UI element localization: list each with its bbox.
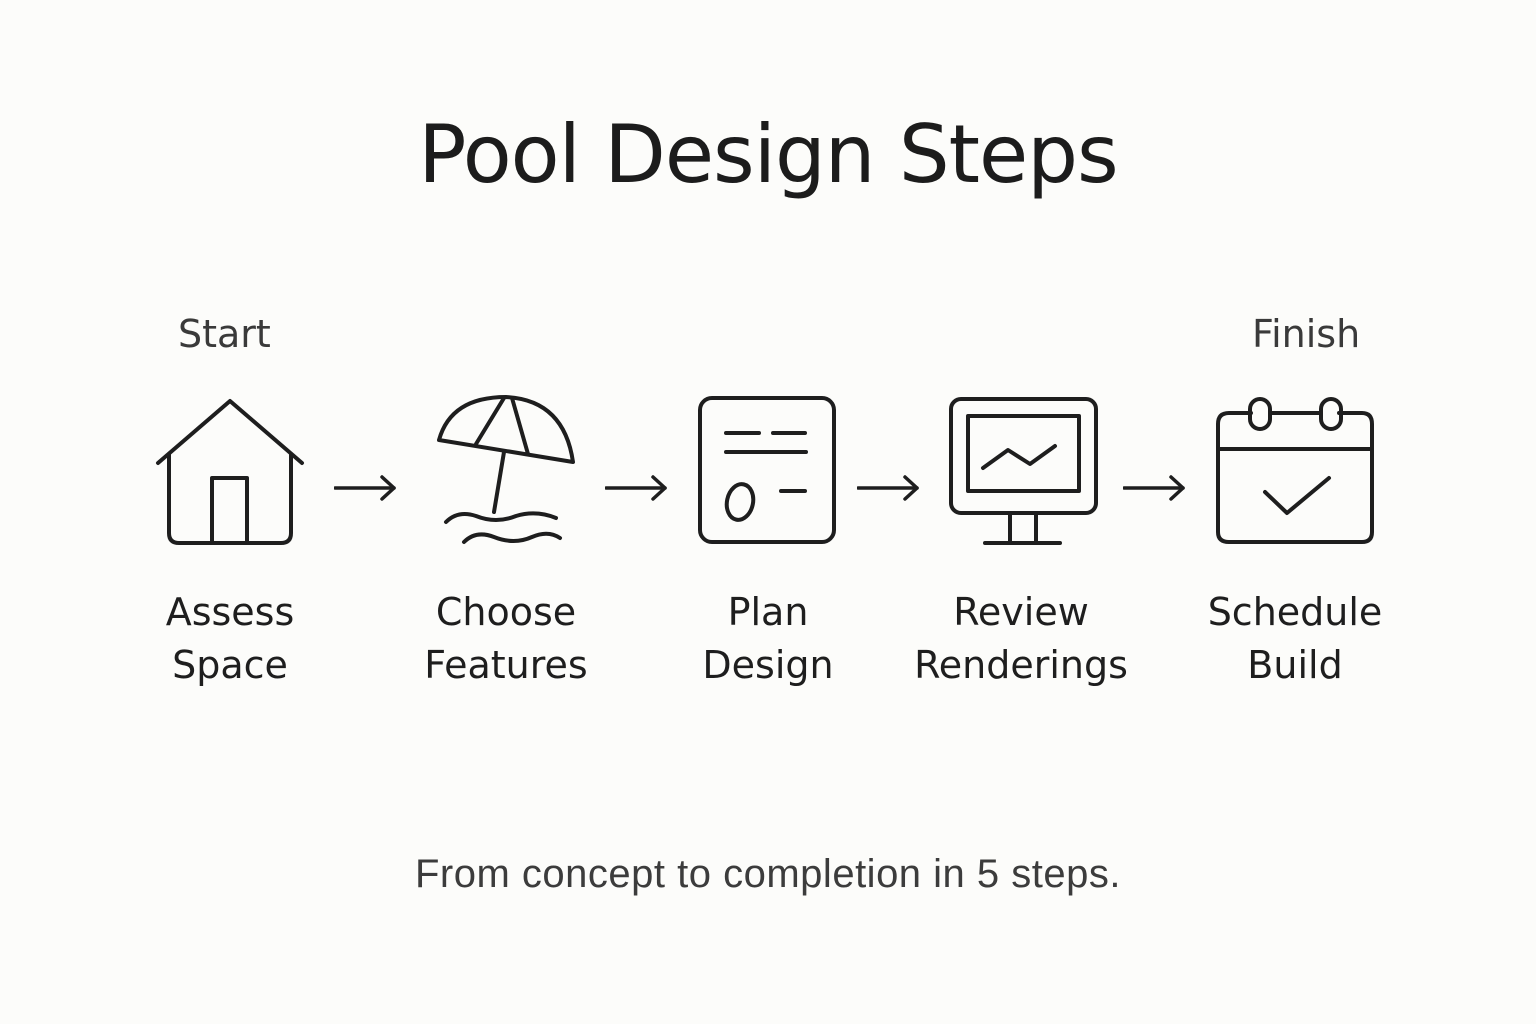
step-label-review-renderings: Review Renderings <box>881 586 1161 692</box>
step-label-line: Features <box>424 643 588 687</box>
tagline: From concept to completion in 5 steps. <box>415 852 1121 896</box>
step-label-line: Schedule <box>1207 590 1383 634</box>
calendar-check-icon <box>1215 396 1375 546</box>
step-label-line: Space <box>172 643 288 687</box>
step-label-plan-design: Plan Design <box>628 586 908 692</box>
house-icon <box>155 398 305 546</box>
right-arrow-icon <box>604 474 669 506</box>
step-label-line: Plan <box>727 590 809 634</box>
step-label-line: Design <box>702 643 834 687</box>
right-arrow-icon <box>856 474 921 506</box>
step-label-line: Choose <box>435 590 577 634</box>
step-label-choose-features: Choose Features <box>366 586 646 692</box>
step-label-assess-space: Assess Space <box>90 586 370 692</box>
beach-umbrella-icon <box>436 394 576 550</box>
step-label-line: Review <box>953 590 1089 634</box>
right-arrow-icon <box>333 474 398 506</box>
right-arrow-icon <box>1122 474 1187 506</box>
finish-label: Finish <box>1252 312 1361 356</box>
document-plan-icon <box>697 395 837 545</box>
start-label: Start <box>178 312 271 356</box>
step-label-line: Assess <box>165 590 295 634</box>
diagram-title: Pool Design Steps <box>418 108 1118 201</box>
step-label-line: Renderings <box>914 643 1128 687</box>
step-label-line: Build <box>1247 643 1343 687</box>
monitor-chart-icon <box>948 396 1100 548</box>
step-label-schedule-build: Schedule Build <box>1155 586 1435 692</box>
